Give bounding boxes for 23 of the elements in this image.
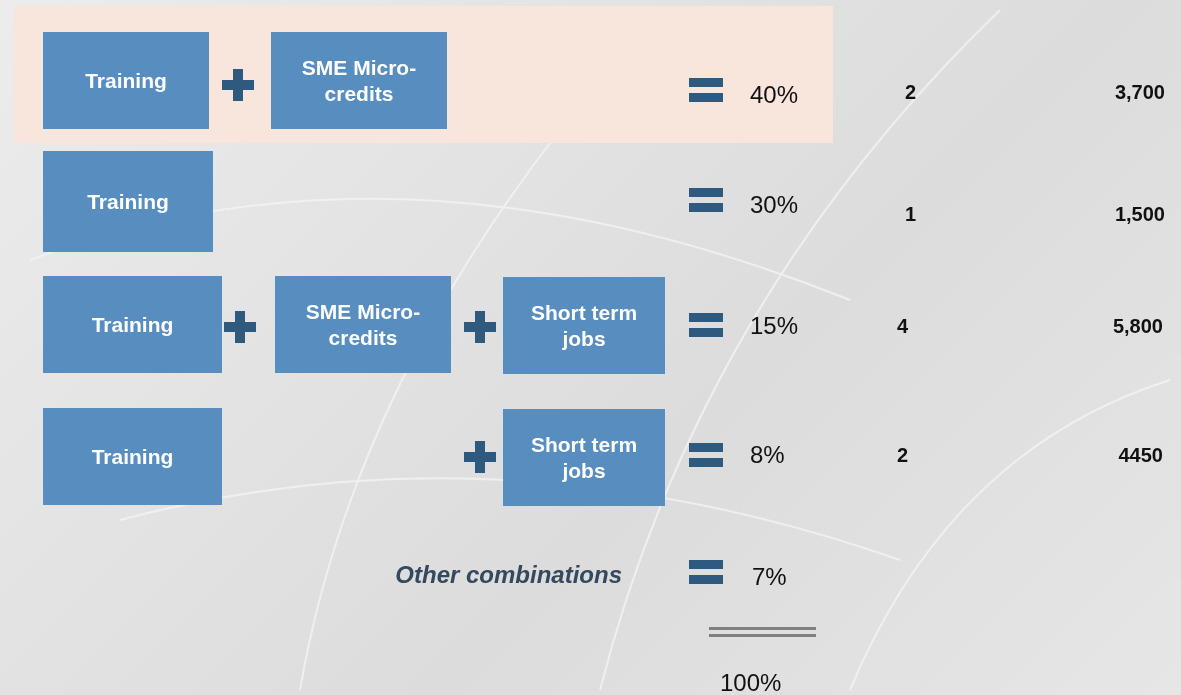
percentage-value: 40% [750,81,799,109]
count-value: 2 [897,443,909,467]
amount-value: 5,800 [1112,314,1163,338]
count-value: 1 [905,202,917,226]
percentage-value: 7% [752,563,787,591]
other-combinations-text: Other combinations [395,561,622,589]
option-box: Training [43,276,222,373]
amount-value: 4450 [1118,443,1163,467]
option-box: SME Micro-credits [275,276,451,373]
option-box: Training [43,32,209,129]
amount-value: 1,500 [1114,202,1165,226]
option-box: Short term jobs [503,409,665,506]
percentage-value: 30% [750,191,799,219]
count-value: 2 [905,80,917,104]
count-value: 4 [897,314,909,338]
option-box: Training [43,408,222,505]
option-box: Short term jobs [503,277,665,374]
percentage-value: 15% [750,312,799,340]
option-box: SME Micro-credits [271,32,447,129]
percentage-value: 8% [750,441,785,469]
percentage-value: 100% [720,669,782,695]
option-box: Training [43,151,213,252]
amount-value: 3,700 [1114,80,1165,104]
